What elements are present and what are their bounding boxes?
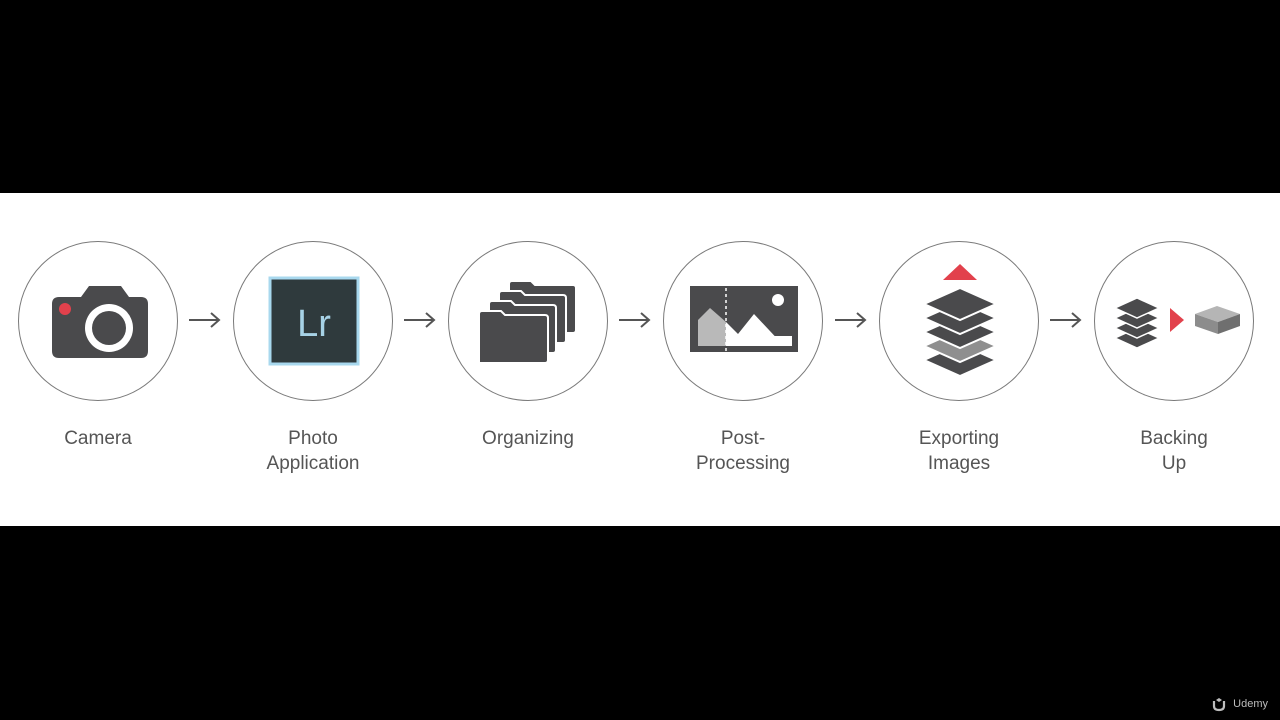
arrow-icon bbox=[618, 310, 652, 330]
step-photo-application: Lr Photo Application bbox=[233, 241, 395, 491]
arrow-icon bbox=[834, 310, 868, 330]
lightroom-icon-text: Lr bbox=[297, 303, 331, 345]
arrow-icon bbox=[188, 310, 222, 330]
step-circle bbox=[448, 241, 608, 401]
image-edit-icon bbox=[690, 282, 798, 356]
step-label: Organizing bbox=[482, 428, 574, 449]
export-layers-icon bbox=[921, 264, 999, 378]
step-circle bbox=[663, 241, 823, 401]
step-label: Post- Processing bbox=[696, 428, 790, 474]
workflow-slide: Camera Lr Photo Application bbox=[0, 193, 1280, 526]
watermark-text: Udemy bbox=[1233, 698, 1268, 710]
step-post-processing: Post- Processing bbox=[663, 241, 825, 491]
arrow-icon bbox=[1049, 310, 1083, 330]
camera-icon bbox=[52, 286, 148, 358]
step-circle: Lr bbox=[233, 241, 393, 401]
udemy-watermark: Udemy bbox=[1211, 696, 1268, 712]
step-label: Camera bbox=[64, 428, 132, 449]
step-camera: Camera bbox=[18, 241, 180, 491]
backup-drive-icon bbox=[1113, 297, 1240, 349]
step-label: Exporting Images bbox=[918, 428, 1000, 474]
step-circle bbox=[18, 241, 178, 401]
step-circle bbox=[879, 241, 1039, 401]
step-label: Photo Application bbox=[266, 428, 360, 474]
arrow-icon bbox=[403, 310, 437, 330]
udemy-logo-icon bbox=[1213, 698, 1226, 712]
step-label: Backing Up bbox=[1140, 428, 1208, 474]
step-circle bbox=[1094, 241, 1254, 401]
lightroom-icon: Lr bbox=[268, 276, 360, 366]
step-organizing: Organizing bbox=[448, 241, 610, 491]
step-exporting-images: Exporting Images bbox=[879, 241, 1041, 491]
step-backing-up: Backing Up bbox=[1094, 241, 1256, 491]
folders-icon bbox=[478, 280, 577, 364]
